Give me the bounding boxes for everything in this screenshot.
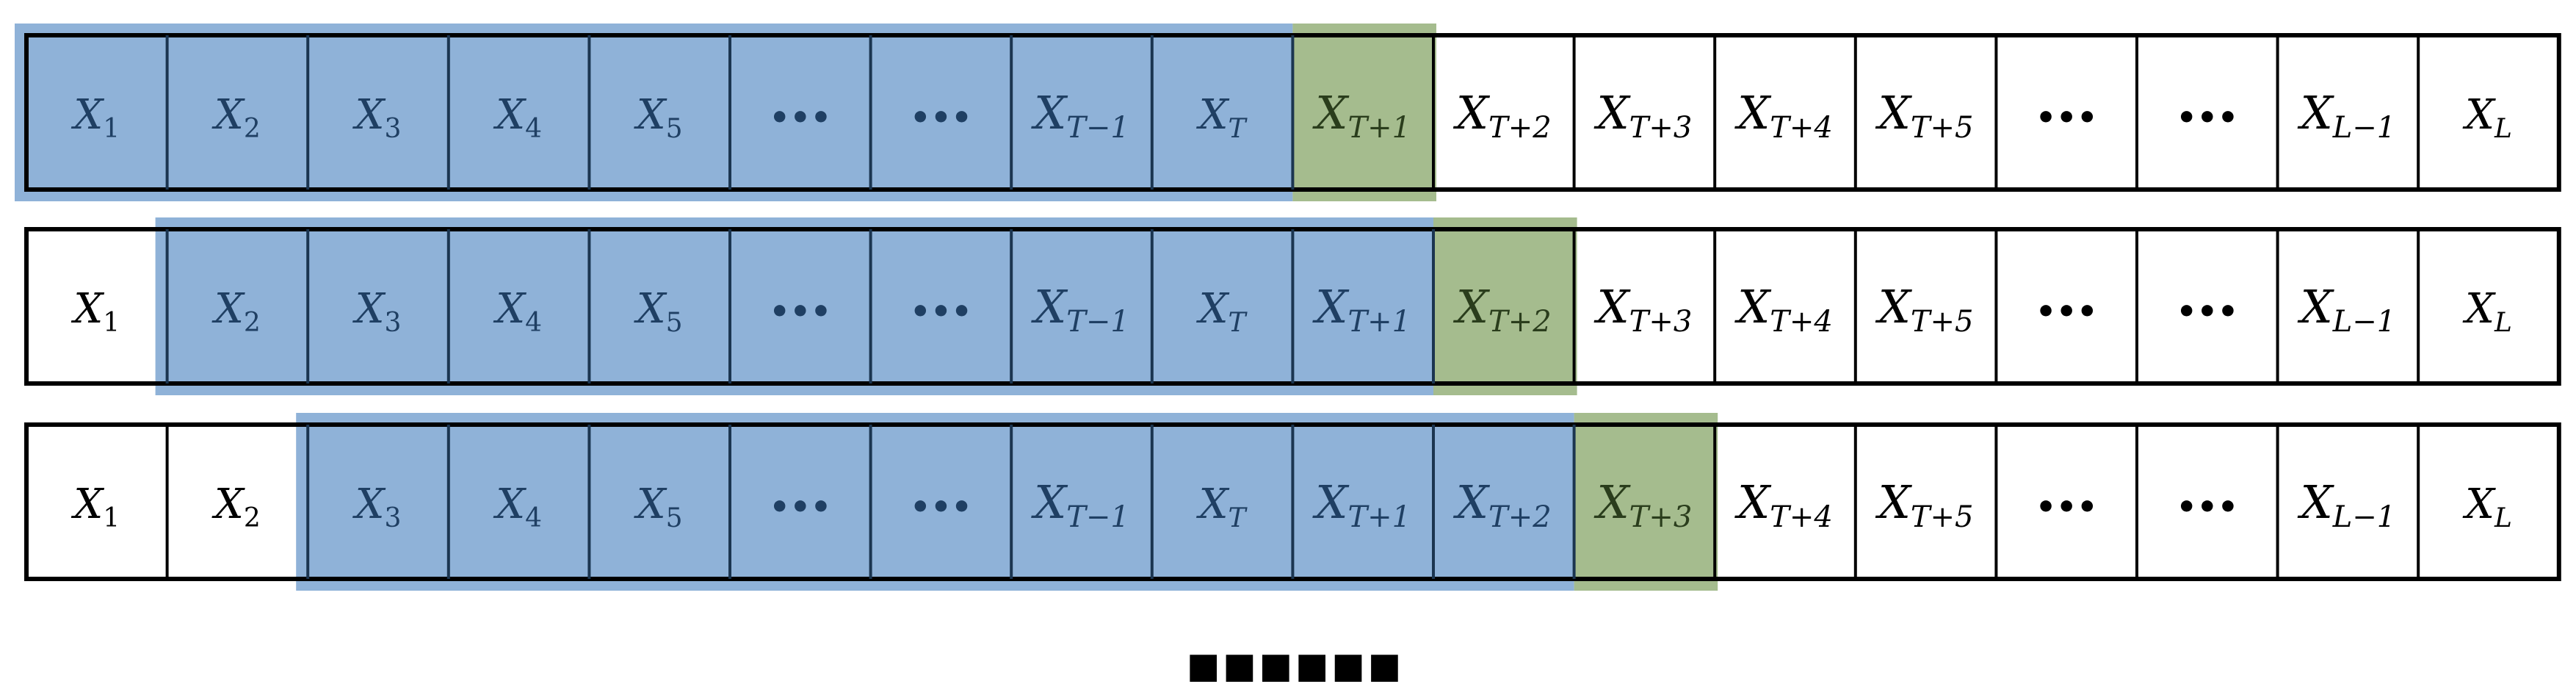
cell-label: ••• bbox=[910, 293, 972, 331]
cell-label: XT+5 bbox=[1875, 86, 1974, 145]
cell-label: X1 bbox=[70, 285, 120, 338]
cell-label: XT+2 bbox=[1453, 475, 1552, 534]
cell-label: XL−1 bbox=[2298, 475, 2396, 534]
cell-label: XT+1 bbox=[1312, 280, 1411, 339]
cell-label: ••• bbox=[770, 99, 831, 137]
cell-label: X2 bbox=[211, 480, 261, 533]
cell-label: XT+2 bbox=[1453, 86, 1552, 145]
cell-label: ••• bbox=[910, 99, 972, 137]
cell-label: ••• bbox=[2036, 99, 2097, 137]
window-highlight-row-1 bbox=[15, 24, 1293, 201]
cell-label: XT+4 bbox=[1734, 280, 1833, 339]
cell-label: ••• bbox=[770, 293, 831, 331]
cell-label: XT bbox=[1196, 480, 1248, 533]
cell-label: X1 bbox=[70, 480, 120, 533]
cell-label: XL−1 bbox=[2298, 86, 2396, 145]
cell-label: ••• bbox=[2177, 293, 2238, 331]
cell-label: XT+5 bbox=[1875, 475, 1974, 534]
cell-label: ••• bbox=[2177, 489, 2238, 526]
cell-label: X2 bbox=[211, 285, 261, 338]
cell-label: X5 bbox=[634, 285, 683, 338]
cell-label: XL bbox=[2462, 91, 2512, 144]
cell-label: XT bbox=[1196, 285, 1248, 338]
cell-label: X3 bbox=[352, 285, 402, 338]
cell-label: X4 bbox=[493, 91, 542, 144]
cell-label: XT+5 bbox=[1875, 280, 1974, 339]
cell-label: XT−1 bbox=[1031, 280, 1129, 339]
cell-label: ••• bbox=[770, 489, 831, 526]
target-highlight-row-2 bbox=[1433, 217, 1577, 395]
cell-label: X5 bbox=[634, 91, 683, 144]
cell-label: XT bbox=[1196, 91, 1248, 144]
highlight-layer bbox=[15, 24, 1718, 591]
cell-label: X1 bbox=[70, 91, 120, 144]
cell-label: ••• bbox=[2036, 489, 2097, 526]
target-highlight-row-1 bbox=[1292, 24, 1436, 201]
cell-label: XT+1 bbox=[1312, 475, 1411, 534]
continuation-marker: ■■■■■■ bbox=[1187, 645, 1404, 686]
cell-label: XL−1 bbox=[2298, 280, 2396, 339]
cell-label: XT+4 bbox=[1734, 86, 1833, 145]
cell-label: XT+2 bbox=[1453, 280, 1552, 339]
cell-label: ••• bbox=[910, 489, 972, 526]
cell-label: XT+4 bbox=[1734, 475, 1833, 534]
cell-label: X4 bbox=[493, 480, 542, 533]
cell-label: X3 bbox=[352, 480, 402, 533]
target-highlight-row-3 bbox=[1574, 413, 1718, 591]
cell-label: XL bbox=[2462, 480, 2512, 533]
window-highlight-row-2 bbox=[155, 217, 1434, 395]
cell-label: X3 bbox=[352, 91, 402, 144]
cell-label: ••• bbox=[2177, 99, 2238, 137]
cell-label: XT+3 bbox=[1594, 475, 1693, 534]
cell-label: X5 bbox=[634, 480, 683, 533]
cell-label: X4 bbox=[493, 285, 542, 338]
cell-label: XT+1 bbox=[1312, 86, 1411, 145]
cell-label: XT+3 bbox=[1594, 280, 1693, 339]
cell-label: ••• bbox=[2036, 293, 2097, 331]
cell-label: XT+3 bbox=[1594, 86, 1693, 145]
cell-label: X2 bbox=[211, 91, 261, 144]
cell-label: XL bbox=[2462, 285, 2512, 338]
window-highlight-row-3 bbox=[296, 413, 1574, 591]
cell-label: XT−1 bbox=[1031, 475, 1129, 534]
cell-label: XT−1 bbox=[1031, 86, 1129, 145]
